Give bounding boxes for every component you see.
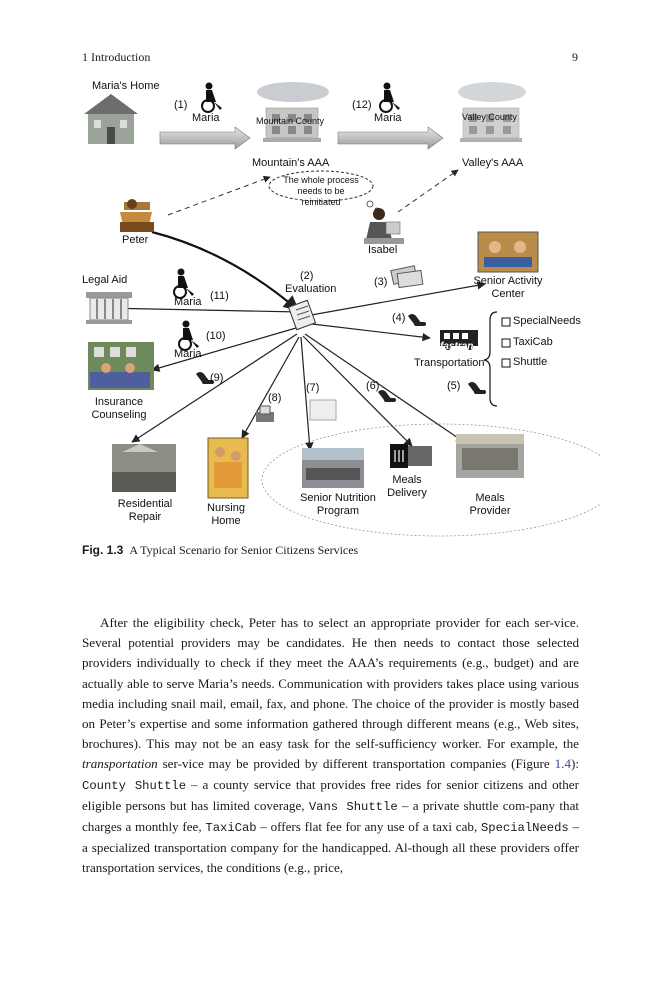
phone-icon-5 (468, 382, 486, 394)
arrow-peter-evaluation (151, 230, 300, 311)
label-meals-delivery: Meals Delivery (387, 474, 427, 499)
label-nursing-home: Nursing Home (207, 502, 245, 527)
option-shuttle: Shuttle (513, 356, 548, 368)
letter-icon-3 (390, 265, 424, 289)
code-county-shuttle: County Shuttle (82, 778, 187, 793)
phone-icon-4 (408, 314, 426, 326)
valley-county-image (458, 82, 526, 142)
label-meals-provider: Meals Provider (469, 492, 511, 517)
body-text-2: – a county service that provides free ri… (82, 776, 579, 813)
label-transportation: Transportation (414, 357, 485, 369)
marias-home-image (84, 94, 138, 144)
option-specialneeds: SpecialNeeds (513, 315, 581, 327)
body-text-5: – a specialized transportation company f… (82, 819, 580, 876)
figure-reference-link[interactable]: 1.4 (554, 756, 571, 772)
evaluation-arrows (101, 281, 486, 451)
code-taxicab: TaxiCab (205, 821, 257, 836)
residential-repair-image (112, 444, 176, 492)
dashed-arrow-peter-mountain (167, 175, 271, 216)
phone-icon-9 (196, 372, 214, 384)
label-step-1: (1) (174, 99, 188, 111)
label-residential-repair: Residential Repair (117, 498, 173, 523)
label-mountain-county: Mountain County (256, 116, 325, 126)
checkbox-shuttle (501, 358, 511, 368)
figure-graphics (84, 82, 600, 537)
figure-senior-services-scenario: Maria's Home (1) Maria Mountain County (… (80, 72, 600, 542)
body-text-1c: ): (571, 756, 579, 772)
label-maria-1: Maria (192, 112, 220, 124)
body-paragraph: After the eligibility check, Peter has t… (82, 613, 579, 879)
evaluation-clipboard-image (287, 299, 317, 331)
label-step-8: (8) (268, 392, 282, 404)
label-valley-county: Valley County (462, 112, 517, 122)
nutrition-group-ellipse (261, 423, 600, 537)
peter-image (120, 199, 154, 232)
move-arrow-12 (337, 126, 444, 150)
label-maria-11: Maria (174, 296, 202, 308)
caption-text: A Typical Scenario for Senior Citizens S… (129, 543, 359, 557)
checkbox-taxicab (501, 338, 511, 348)
body-text-3: – a private shuttle com-pany that charge… (82, 797, 580, 835)
page-number: 9 (572, 50, 578, 64)
wheelchair-icon-11 (173, 268, 194, 299)
meals-provider-image (456, 434, 524, 478)
nursing-home-image (207, 437, 249, 499)
body-text-1: After the eligibility check, Peter has t… (82, 615, 579, 752)
wheelchair-icon-12 (379, 82, 400, 113)
move-arrow-1 (159, 126, 251, 150)
body-text-4: – offers flat fee for any use of a taxi … (256, 819, 481, 835)
label-mountains-aaa: Mountain's AAA (252, 157, 330, 169)
fax-icon-8 (256, 405, 274, 422)
code-vans-shuttle: Vans Shuttle (308, 799, 398, 814)
label-maria-12: Maria (374, 112, 402, 124)
transport-bracket (483, 311, 498, 407)
figure-caption: Fig. 1.3 A Typical Scenario for Senior Ci… (82, 543, 358, 558)
body-emphasis: transportation (82, 756, 158, 772)
label-evaluation: Evaluation (285, 283, 337, 295)
label-step-9: (9) (210, 372, 224, 384)
mail-icon-7 (309, 399, 337, 421)
label-peter: Peter (122, 234, 149, 246)
checkbox-specialneeds (501, 317, 511, 327)
insurance-counseling-image (88, 342, 154, 390)
senior-nutrition-program-image (302, 448, 364, 488)
label-step-6: (6) (366, 380, 380, 392)
body-text-1b: ser-vice may be provided by different tr… (157, 756, 555, 772)
label-valleys-aaa: Valley's AAA (462, 157, 524, 169)
senior-activity-center-image (477, 231, 539, 273)
option-taxicab: TaxiCab (513, 336, 553, 348)
label-legal-aid: Legal Aid (82, 274, 128, 286)
label-senior-activity-center: Senior Activity Center (473, 275, 543, 300)
label-step-4: (4) (392, 312, 406, 324)
label-isabel: Isabel (368, 244, 398, 256)
meals-delivery-image (390, 444, 432, 468)
label-maria-10: Maria (174, 348, 202, 360)
mountain-county-image (257, 82, 329, 142)
label-step-12: (12) (352, 99, 372, 111)
wheelchair-icon-10 (178, 320, 199, 351)
phone-icon-6 (378, 390, 396, 402)
label-marias-home: Maria's Home (92, 80, 160, 92)
thought-bubble (268, 170, 374, 202)
label-senior-nutrition-program: Senior Nutrition Program (300, 492, 376, 517)
label-thought-bubble: The whole process needs to be reinitiate… (283, 175, 359, 207)
wheelchair-icon-1 (201, 82, 222, 113)
label-step-7: (7) (306, 382, 320, 394)
label-step-3: (3) (374, 276, 388, 288)
legal-aid-image (86, 292, 132, 324)
fastran-logo-image (440, 330, 478, 350)
caption-label: Fig. 1.3 (82, 543, 124, 557)
chapter-title: 1 Introduction (82, 50, 151, 64)
dashed-arrow-isabel-valley (397, 169, 459, 213)
label-step-5: (5) (447, 380, 461, 392)
label-insurance-counseling: Insurance Counseling (91, 396, 147, 421)
code-specialneeds: SpecialNeeds (480, 821, 569, 836)
label-step-10: (10) (206, 330, 226, 342)
label-fastran: fastran (440, 341, 474, 352)
label-step-2: (2) (300, 270, 314, 282)
isabel-image (364, 208, 404, 244)
running-head: 1 Introduction 9 (82, 50, 578, 65)
label-step-11: (11) (210, 290, 229, 302)
